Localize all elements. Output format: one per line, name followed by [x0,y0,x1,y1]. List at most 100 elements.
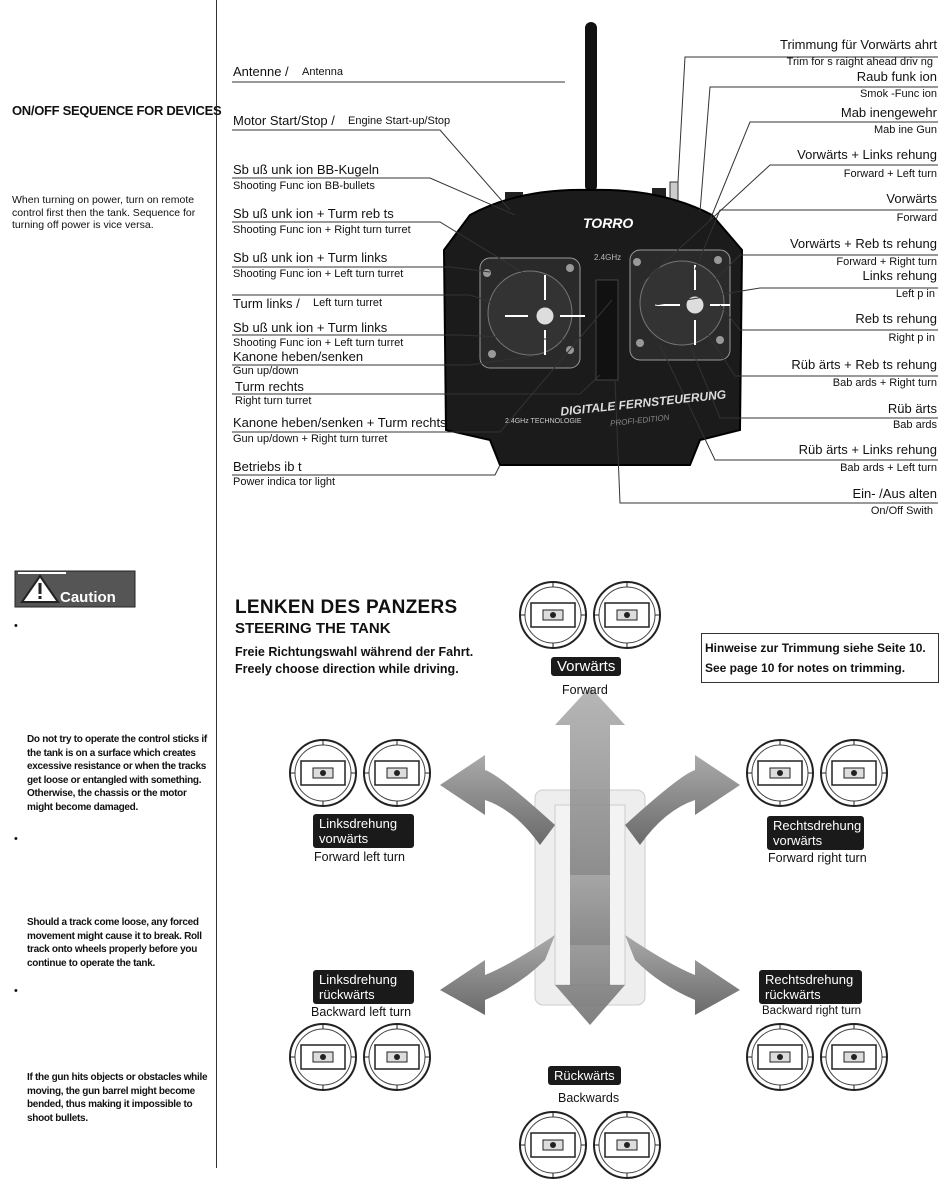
label-de: Motor Start/Stop / [233,113,335,128]
column-divider [216,0,217,1168]
label-en: Shooting Func ion + Right turn turret [233,224,411,236]
bullet: • [14,620,18,632]
note-de: Hinweise zur Trimmung siehe Seite 10. [705,641,926,655]
steering-title-de: LENKEN DES PANZERS [235,597,458,618]
caution-badge: Caution [14,570,136,608]
bullet: • [14,985,18,997]
label-en: Forward [896,212,937,224]
label-en: Mab ine Gun [874,124,937,136]
label-en: Gun up/down + Right turn turret [233,433,388,445]
label-de: Mab inengewehr [840,105,937,120]
label-de: Sb uß unk ion + Turm links [233,250,388,265]
label-de: Kanone heben/senken + Turm rechts [233,415,447,430]
label-de: Rüb ärts + Reb ts rehung [791,357,937,372]
stick-gauge [289,1023,357,1091]
steering-title-en: STEERING THE TANK [235,620,391,637]
label-de: Sb uß unk ion BB-Kugeln [233,162,379,177]
stick-gauge [746,739,814,807]
label-en: Engine Start-up/Stop [348,115,451,127]
label-de: Kanone heben/senken [233,349,364,364]
stick-gauge [593,581,661,649]
stick-gauge [593,1111,661,1179]
label-en: Shooting Func ion + Left turn turret [233,337,404,349]
label-en: Gun up/down [233,365,299,377]
label-en: Forward + Left turn [843,168,937,180]
stick-gauge [519,581,587,649]
arrow-fwd-right [625,755,740,845]
label-en: Shooting Func ion + Left turn turret [233,268,404,280]
forward-caption: Forward [562,683,608,697]
label-en: Right turn turret [235,395,312,407]
caution-label: Caution [60,589,116,606]
tech-text: 2.4GHz TECHNOLOGIE [505,418,582,425]
band-label: 2.4GHz [594,253,622,262]
note-en: See page 10 for notes on trimming. [705,661,906,675]
label-de: Trimmung für Vorwärts ahrt [779,37,937,52]
antenna [585,22,597,192]
trim-note-box: Hinweise zur Trimmung siehe Seite 10. Se… [701,633,939,683]
label-de: Vorwärts + Reb ts rehung [789,236,937,251]
arrow-back-left [440,935,555,1015]
stick-gauge [363,1023,431,1091]
label-de: Rüb ärts + Links rehung [798,442,937,457]
back-left-pill: Linksdrehung rückwärts [313,970,414,1004]
label-en: Power indica tor light [233,476,336,488]
warning-1: Do not try to operate the control sticks… [27,734,207,813]
label-en: Bab ards + Left turn [840,462,937,474]
label-en: Bab ards [892,419,937,431]
back-right-caption: Backward right turn [762,1005,862,1017]
fwd-right-pill: Rechtsdrehung vorwärts [767,816,864,850]
label-de: Turm links / [233,296,300,311]
label-de: Betriebs ib t [233,459,302,474]
stick-gauge [363,739,431,807]
label-en: Shooting Func ion BB-bullets [233,180,375,192]
back-right-pill: Rechtsdrehung rückwärts [759,970,862,1004]
arrow-fwd-left [440,755,555,845]
warning-2: Should a track come loose, any forced mo… [27,917,202,969]
label-en: Antenna [302,66,343,78]
stick-gauge [289,739,357,807]
label-de: Sb uß unk ion + Turm reb ts [233,206,394,221]
fwd-right-caption: Forward right turn [768,851,867,865]
caution-badge-graphic [14,570,136,608]
transmitter-diagram [232,22,938,504]
label-de: Raub funk ion [856,69,937,84]
label-de: Links rehung [862,268,937,283]
section-heading: ON/OFF SEQUENCE FOR DEVICES [12,103,222,118]
arrow-backward [555,875,625,1025]
label-en: On/Off Swith [870,505,933,517]
stick-gauge [519,1111,587,1179]
brand-logo: TORRO [583,215,634,231]
label-de: Vorwärts + Links rehung [797,147,937,162]
label-en: Forward + Right turn [836,256,937,268]
label-de: Antenne / [233,64,289,79]
arrow-back-right [625,935,740,1015]
label-de: Sb uß unk ion + Turm links [233,320,388,335]
forward-pill: Vorwärts [551,657,622,676]
label-de: Rüb ärts [887,401,937,416]
label-en: Smok -Func ion [859,88,937,100]
stick-gauge [820,1023,888,1091]
fwd-left-pill: Linksdrehung vorwärts [313,814,414,848]
stick-gauge [820,739,888,807]
steering-line-en: Freely choose direction while driving. [235,662,459,676]
label-en: Right p in [888,332,935,344]
sequence-paragraph: When turning on power, turn on remote co… [12,194,196,231]
label-en: Bab ards + Right turn [832,377,937,389]
warning-3: If the gun hits objects or obstacles whi… [27,1072,208,1124]
label-en: Left turn turret [313,297,383,309]
fwd-left-caption: Forward left turn [314,850,406,864]
label-en: Left p in [895,288,935,300]
label-de: Vorwärts [886,191,937,206]
bullet: • [14,833,18,845]
label-de: Reb ts rehung [855,311,937,326]
label-de: Ein- /Aus alten [852,486,937,501]
backward-pill: Rückwärts [548,1066,621,1085]
stick-gauge [746,1023,814,1091]
steering-diagram [289,581,888,1179]
label-en: Trim for s raight ahead driv ng [786,56,933,68]
backward-caption: Backwards [558,1091,620,1105]
label-de: Turm rechts [235,379,304,394]
back-left-caption: Backward left turn [311,1005,412,1019]
steering-line-de: Freie Richtungswahl während der Fahrt. [235,645,474,659]
